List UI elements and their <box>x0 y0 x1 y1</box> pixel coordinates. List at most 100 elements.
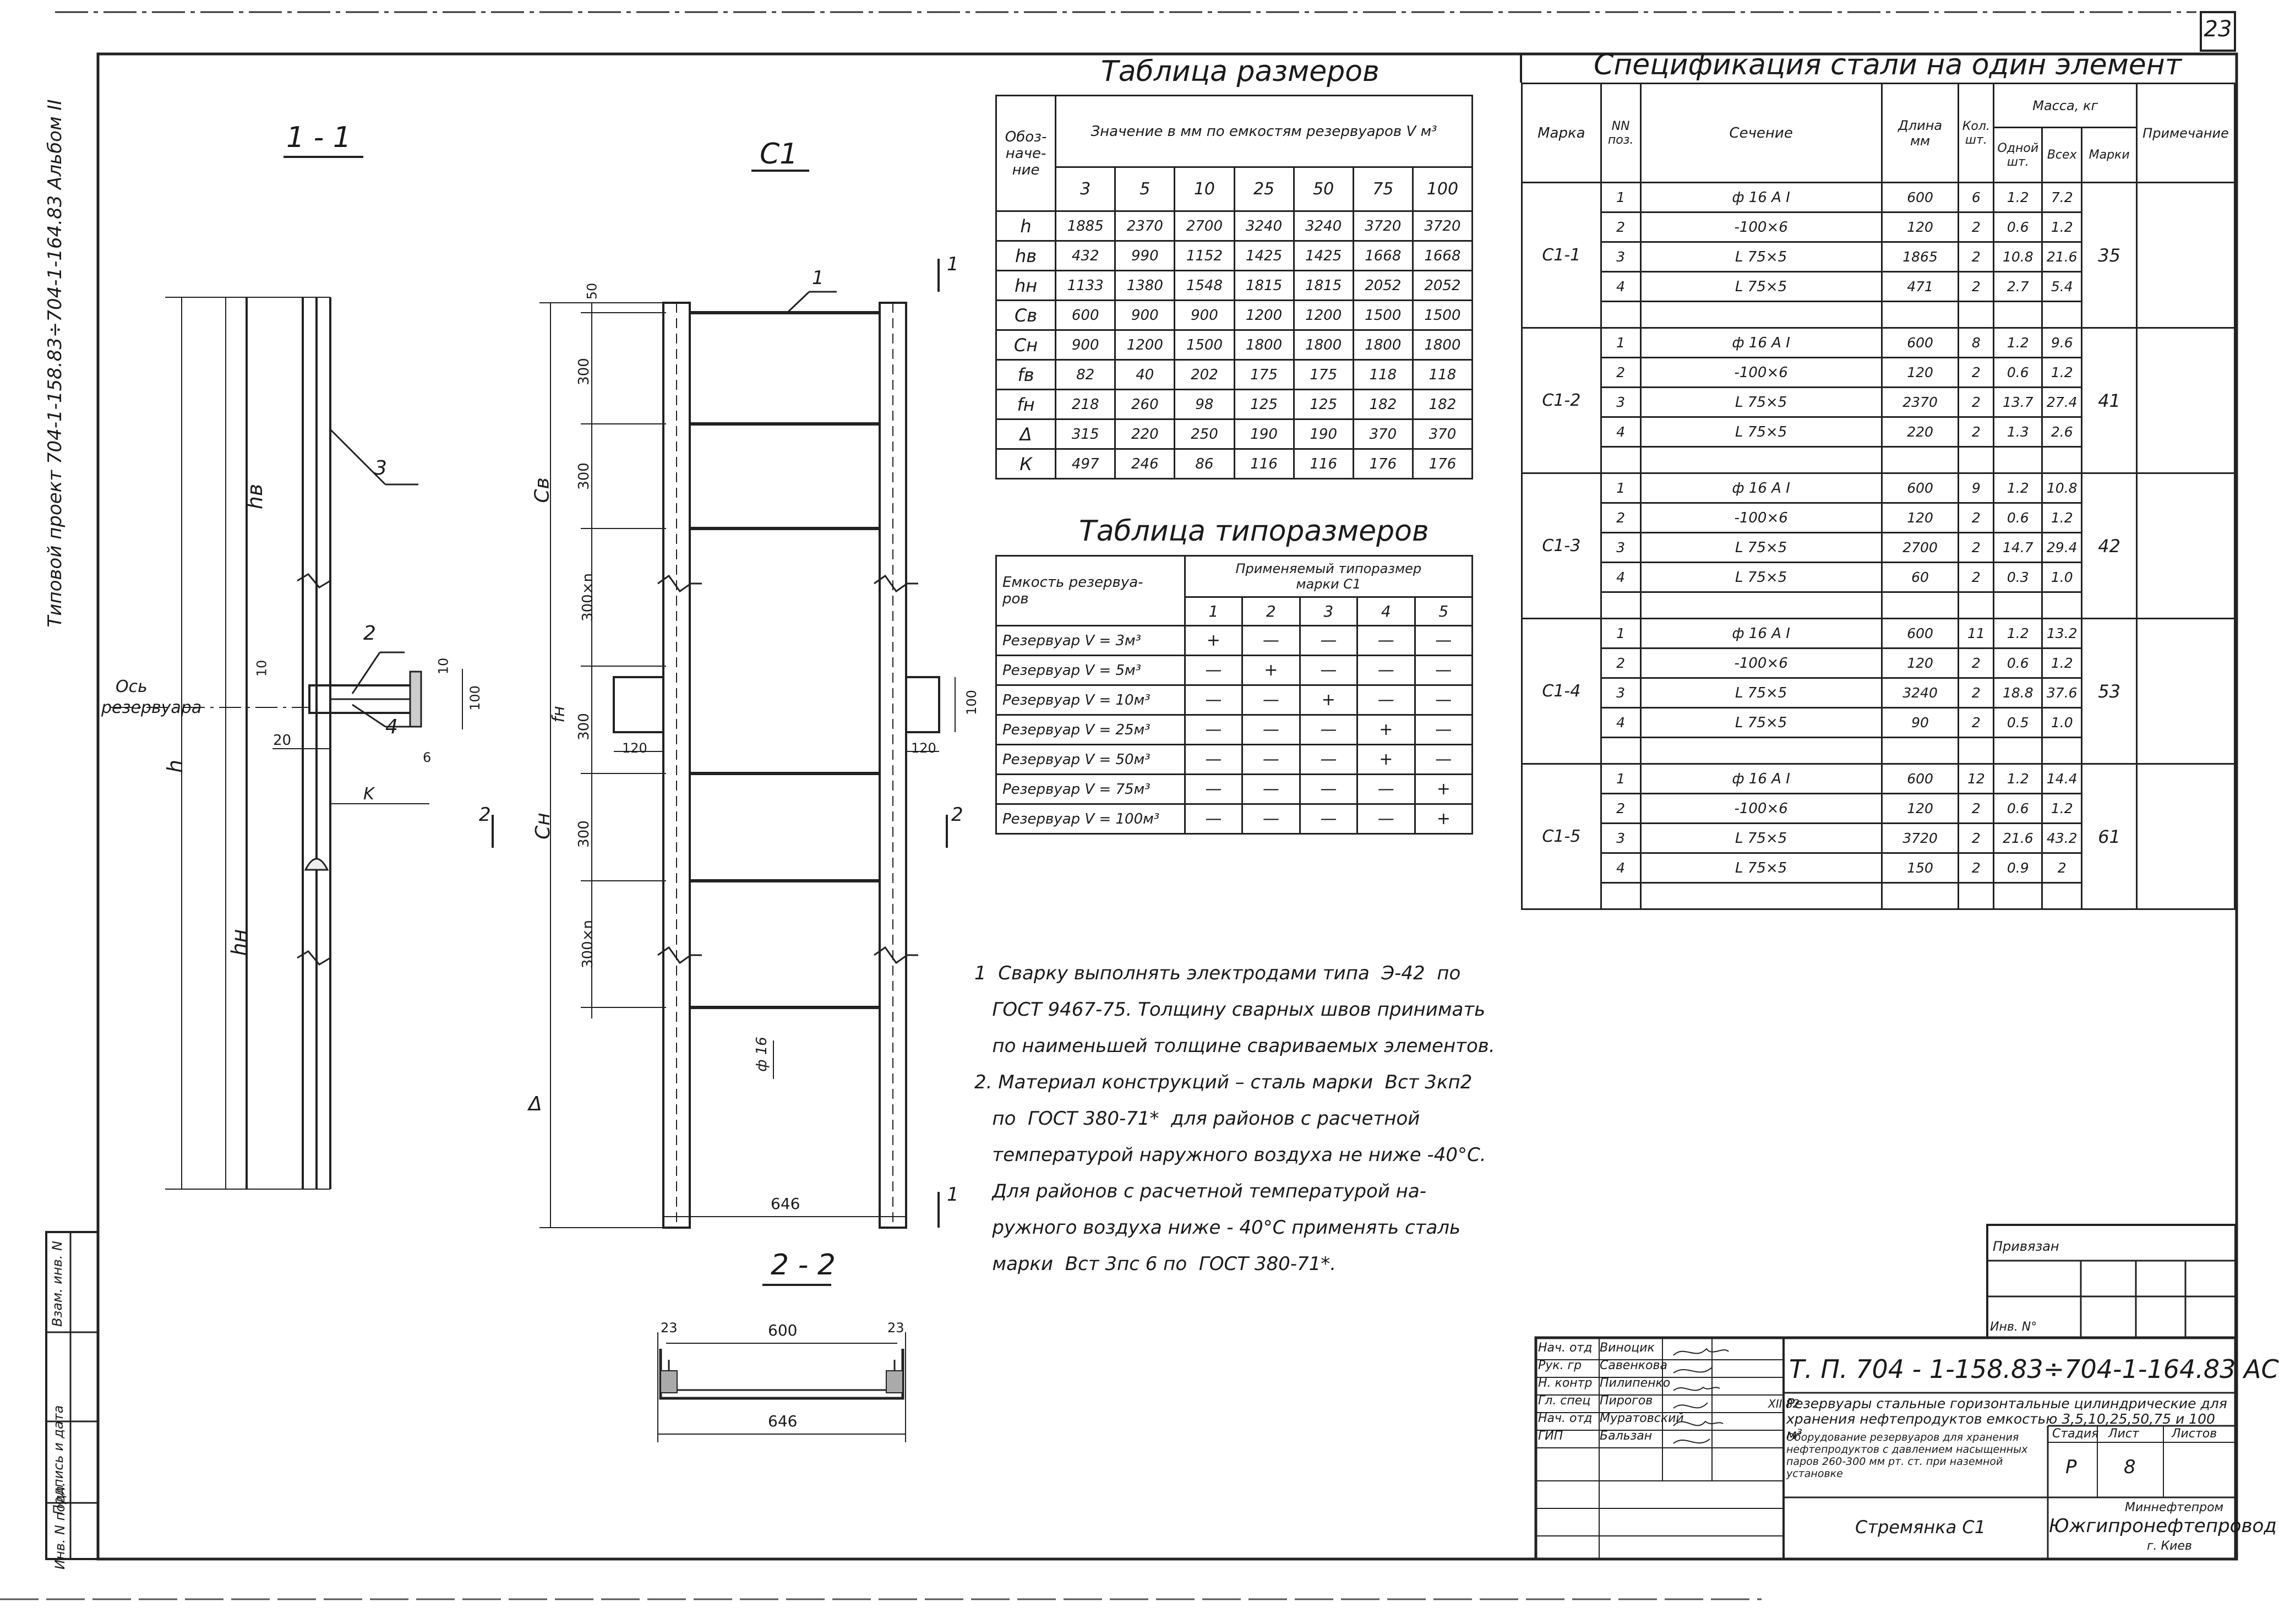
spec-cell-empty <box>1880 591 1960 619</box>
spec-mark-mass: 42 <box>2081 472 2138 619</box>
spec-cell: 1865 <box>1880 241 1960 273</box>
type-size-2: 2 <box>1241 596 1301 626</box>
spec-mark-header: Марка <box>1521 83 1602 183</box>
type-cell: — <box>1414 684 1474 716</box>
spec-cell-empty <box>1880 446 1960 474</box>
type-cell: + <box>1414 803 1474 835</box>
spec-cell: ф 16 А I <box>1639 327 1883 358</box>
section-2-2-title: 2 - 2 <box>771 1249 836 1282</box>
spec-cell-empty <box>1993 591 2043 619</box>
spec-cell: 10.8 <box>2041 472 2083 504</box>
type-table: Емкость резервуа- ров Применяемый типора… <box>995 555 1474 835</box>
tb-code: Т. П. 704 - 1-158.83÷704-1-164.83 АС <box>1789 1354 2279 1384</box>
type-row-name: Резервуар V = 5м³ <box>995 655 1186 686</box>
size-cell: 118 <box>1411 359 1474 390</box>
spec-cell: 29.4 <box>2041 532 2083 563</box>
spec-cell-empty <box>1600 882 1642 910</box>
size-cell: 182 <box>1411 389 1474 420</box>
spec-cell: ф 16 А I <box>1639 472 1883 504</box>
tb-sheet-value: 8 <box>2124 1456 2136 1478</box>
spec-cell: 4 <box>1600 852 1642 884</box>
spec-cell: ф 16 А I <box>1639 618 1883 649</box>
spec-cell-empty <box>1639 882 1883 910</box>
size-cell: 175 <box>1293 359 1354 390</box>
size-cell: 116 <box>1233 448 1295 479</box>
size-cell: 190 <box>1293 418 1354 450</box>
spec-cell: 14.4 <box>2041 763 2083 794</box>
spec-cell: 2 <box>1958 707 1995 738</box>
spec-cell: 3240 <box>1880 677 1960 709</box>
spec-cell: 0.5 <box>1993 707 2043 738</box>
spec-note <box>2136 618 2236 765</box>
type-size-4: 4 <box>1356 596 1416 626</box>
size-capacity-10: 10 <box>1174 166 1235 212</box>
spec-cell: 0.6 <box>1993 647 2043 679</box>
spec-section-header: Сечение <box>1639 83 1883 183</box>
spec-cell: 2 <box>1958 647 1995 679</box>
spec-cell: 3 <box>1600 822 1642 854</box>
size-cell: 2052 <box>1411 270 1474 301</box>
tb-person: Бальзан <box>1600 1429 1653 1443</box>
spec-cell-empty <box>1600 737 1642 765</box>
spec-length-header: Длина мм <box>1880 83 1960 183</box>
spec-cell: 0.3 <box>1993 562 2043 593</box>
spec-cell: 1 <box>1600 327 1642 358</box>
size-row-designation: Сн <box>995 329 1057 361</box>
c1-view-title: С1 <box>760 138 798 171</box>
note-line: 1 Сварку выполнять электродами типа Э-42… <box>974 962 1461 984</box>
tb-role: ГИП <box>1538 1429 1563 1443</box>
size-cell: 1200 <box>1233 299 1295 331</box>
size-cell: 1500 <box>1174 329 1235 361</box>
size-cell: 1800 <box>1293 329 1354 361</box>
size-cell: 315 <box>1055 418 1116 450</box>
spec-note <box>2136 763 2236 910</box>
size-cell: 250 <box>1174 418 1235 450</box>
spec-mark: С1-4 <box>1521 618 1602 765</box>
spec-cell: 1.2 <box>2041 502 2083 533</box>
size-cell: 600 <box>1055 299 1116 331</box>
spec-cell: 2 <box>1958 211 1995 243</box>
spec-note <box>2136 182 2236 329</box>
size-capacity-5: 5 <box>1114 166 1176 212</box>
spec-mass-mark-header: Марки <box>2081 127 2138 183</box>
size-cell: 1668 <box>1352 240 1414 271</box>
spec-cell-empty <box>1958 446 1995 474</box>
type-cell: — <box>1299 655 1359 686</box>
spec-cell: 10.8 <box>1993 241 2043 273</box>
spec-mark-mass: 41 <box>2081 327 2138 474</box>
spec-cell-empty <box>1880 301 1960 329</box>
size-cell: 1425 <box>1293 240 1354 271</box>
spec-cell: 9 <box>1958 472 1995 504</box>
tb-role: Нач. отд <box>1538 1412 1593 1425</box>
spec-cell: 2.6 <box>2041 416 2083 448</box>
size-capacity-3: 3 <box>1055 166 1116 212</box>
spec-cell: 1 <box>1600 618 1642 649</box>
spec-cell: ф 16 А I <box>1639 763 1883 794</box>
spec-cell: 2 <box>1958 502 1995 533</box>
table-row <box>1522 591 2235 619</box>
dim-646: 646 <box>771 1195 800 1213</box>
dim-600-section: 600 <box>768 1321 798 1339</box>
size-row-designation: К <box>995 448 1057 479</box>
tb-stage-header: Стадия <box>2052 1427 2099 1441</box>
size-cell: 1500 <box>1352 299 1414 331</box>
spec-mark: С1-1 <box>1521 182 1602 329</box>
callout-3-left: 3 <box>374 457 387 479</box>
spec-cell: 37.6 <box>2041 677 2083 709</box>
table-row: Резервуар V = 5м³—+——— <box>995 655 1474 686</box>
type-cell: + <box>1241 655 1301 686</box>
tb-inv-label: Инв. N° <box>1990 1320 2037 1334</box>
spec-cell: 2 <box>1600 647 1642 679</box>
type-row-name: Резервуар V = 75м³ <box>995 773 1186 805</box>
spec-cell: 43.2 <box>2041 822 2083 854</box>
type-cell: — <box>1414 744 1474 775</box>
spec-table-title: Спецификация стали на один элемент <box>1594 48 2182 81</box>
